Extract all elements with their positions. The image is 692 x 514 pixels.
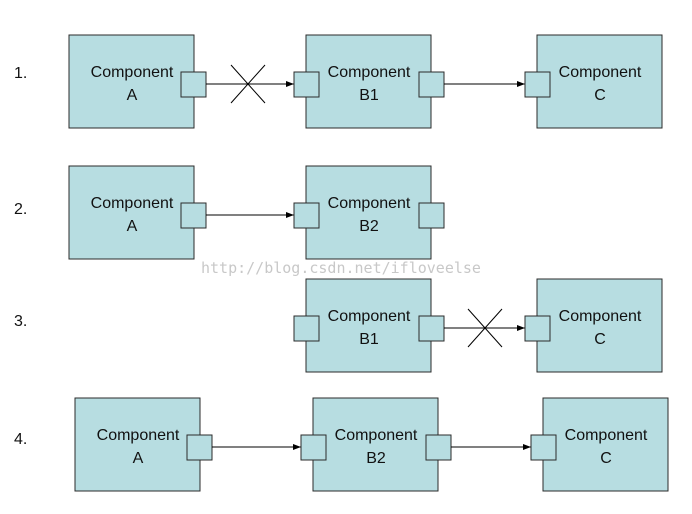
- component-b1[interactable]: Component B1: [293, 278, 445, 373]
- watermark-text: http://blog.csdn.net/ifloveelse: [201, 259, 481, 277]
- row-number: 3.: [14, 313, 27, 330]
- output-port[interactable]: [180, 202, 207, 229]
- component-c[interactable]: Component C: [524, 34, 663, 129]
- component-label-line2: B2: [359, 218, 379, 235]
- component-label-line2: C: [594, 87, 606, 104]
- component-box: [305, 165, 432, 260]
- component-b1[interactable]: Component B1: [293, 34, 445, 129]
- component-label-line1: Component: [328, 308, 411, 325]
- broken-connection-x: [230, 64, 266, 104]
- output-port[interactable]: [186, 434, 213, 461]
- component-box: [305, 278, 432, 373]
- component-c[interactable]: Component C: [530, 397, 669, 492]
- input-port[interactable]: [530, 434, 557, 461]
- component-label-line2: B1: [359, 87, 379, 104]
- component-box: [305, 34, 432, 129]
- component-label-line1: Component: [559, 64, 642, 81]
- component-label-line2: A: [127, 87, 138, 104]
- input-port[interactable]: [300, 434, 327, 461]
- component-a[interactable]: Component A: [68, 34, 207, 129]
- input-port[interactable]: [524, 315, 551, 342]
- component-box: [536, 34, 663, 129]
- component-label-line1: Component: [559, 308, 642, 325]
- component-label-line1: Component: [328, 64, 411, 81]
- component-box: [536, 278, 663, 373]
- component-b2[interactable]: Component B2: [293, 165, 445, 260]
- component-c[interactable]: Component C: [524, 278, 663, 373]
- component-label-line1: Component: [565, 427, 648, 444]
- component-a[interactable]: Component A: [74, 397, 213, 492]
- component-box: [74, 397, 201, 492]
- input-port[interactable]: [293, 315, 320, 342]
- input-port[interactable]: [524, 71, 551, 98]
- row-3: 3. Component B1 Component C: [14, 278, 663, 373]
- row-4: 4. Component A Component B2 Component C: [14, 397, 669, 492]
- component-box: [542, 397, 669, 492]
- output-port[interactable]: [425, 434, 452, 461]
- output-port[interactable]: [418, 202, 445, 229]
- component-a[interactable]: Component A: [68, 165, 207, 260]
- component-label-line1: Component: [97, 427, 180, 444]
- output-port[interactable]: [418, 71, 445, 98]
- component-label-line1: Component: [91, 64, 174, 81]
- component-label-line2: C: [600, 450, 612, 467]
- input-port[interactable]: [293, 71, 320, 98]
- row-1: 1. Component A Component B1 Component C: [14, 34, 663, 129]
- component-label-line1: Component: [335, 427, 418, 444]
- row-number: 1.: [14, 65, 27, 82]
- component-box: [68, 34, 195, 129]
- component-label-line2: A: [133, 450, 144, 467]
- component-label-line2: A: [127, 218, 138, 235]
- component-label-line1: Component: [91, 195, 174, 212]
- component-b2[interactable]: Component B2: [300, 397, 452, 492]
- input-port[interactable]: [293, 202, 320, 229]
- component-label-line2: B1: [359, 331, 379, 348]
- component-label-line1: Component: [328, 195, 411, 212]
- component-label-line2: B2: [366, 450, 386, 467]
- output-port[interactable]: [180, 71, 207, 98]
- component-box: [312, 397, 439, 492]
- row-number: 2.: [14, 201, 27, 218]
- broken-connection-x: [467, 308, 503, 348]
- row-2: 2. Component A Component B2: [14, 165, 445, 260]
- output-port[interactable]: [418, 315, 445, 342]
- row-number: 4.: [14, 431, 27, 448]
- component-box: [68, 165, 195, 260]
- component-label-line2: C: [594, 331, 606, 348]
